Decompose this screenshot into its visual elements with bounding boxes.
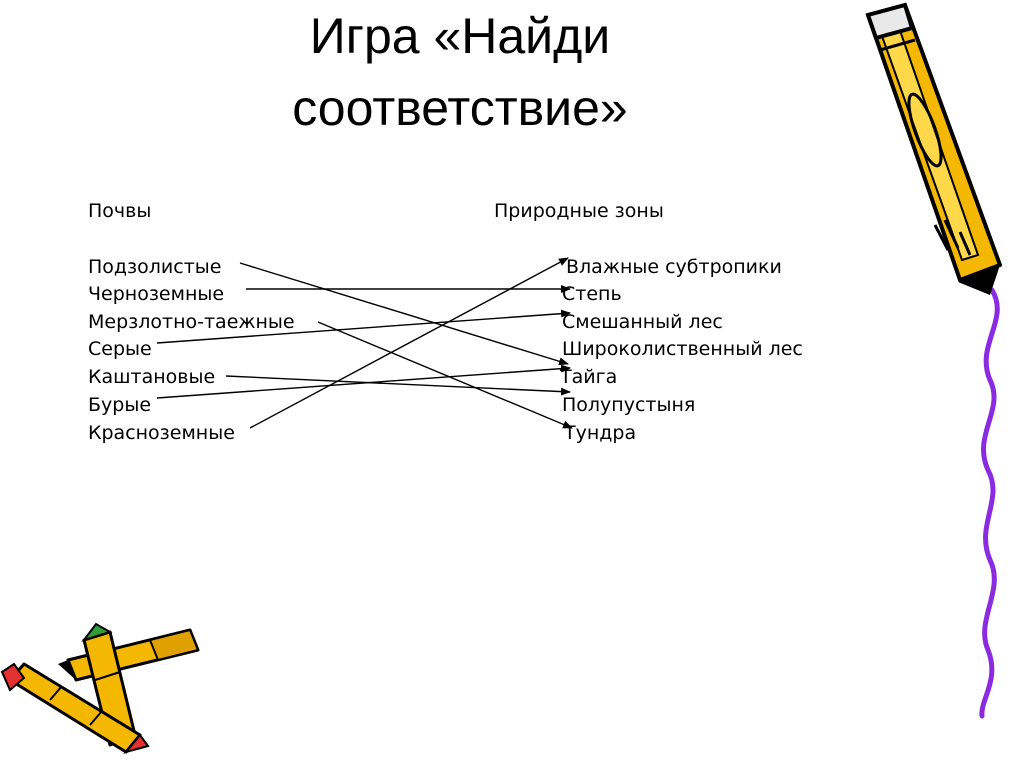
crayons-icon xyxy=(0,622,200,754)
zone-item: Тундра xyxy=(564,422,637,444)
title-line-2: соответствие» xyxy=(292,80,628,136)
connection-line xyxy=(239,262,569,366)
zone-item: Тайга xyxy=(560,366,618,388)
connection-line xyxy=(225,375,571,396)
connection-line xyxy=(249,257,569,429)
connection-line xyxy=(156,364,571,399)
soil-item: Черноземные xyxy=(88,283,225,305)
soils-header: Почвы xyxy=(88,200,152,222)
soil-item: Подзолистые xyxy=(88,256,222,278)
zone-item: Степь xyxy=(562,283,622,305)
soil-item: Красноземные xyxy=(88,422,235,444)
connection-line xyxy=(317,321,573,429)
connection-line xyxy=(156,309,571,344)
zone-item: Смешанный лес xyxy=(562,311,723,333)
zone-item: Широколиственный лес xyxy=(562,338,803,360)
zones-header: Природные зоны xyxy=(494,200,664,222)
soil-item: Мерзлотно-таежные xyxy=(88,311,295,333)
soil-item: Бурые xyxy=(88,394,152,416)
title-line-1: Игра «Найди xyxy=(309,8,611,64)
soil-item: Каштановые xyxy=(88,366,216,388)
soil-item: Серые xyxy=(88,338,152,360)
wavy-line xyxy=(979,287,1000,719)
zone-item: Влажные субтропики xyxy=(566,256,782,278)
pencil-icon xyxy=(865,2,1002,295)
page-title: Игра «Найди соответствие» xyxy=(200,0,720,144)
zone-item: Полупустыня xyxy=(562,394,696,416)
